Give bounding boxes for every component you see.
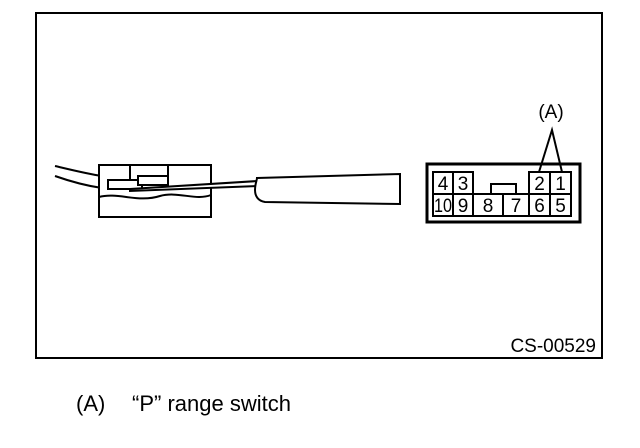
legend-ref: (A) <box>76 391 106 416</box>
terminal-10: 10 <box>434 196 452 217</box>
terminal-4: 4 <box>438 174 449 195</box>
terminal-1: 1 <box>555 174 566 195</box>
legend: (A) “P” range switch <box>76 391 291 417</box>
callout-label: (A) <box>538 102 563 123</box>
terminal-8: 8 <box>483 196 494 217</box>
harness-wires <box>54 165 103 189</box>
test-probe <box>129 172 401 206</box>
terminal-2: 2 <box>534 174 545 195</box>
callout-leader <box>538 126 563 173</box>
connector-face <box>425 162 582 224</box>
terminal-9: 9 <box>458 196 469 217</box>
figure-code: CS-00529 <box>510 336 596 357</box>
legend-text: “P” range switch <box>132 391 291 416</box>
terminal-numbers: 4 3 2 1 10 9 8 7 6 5 <box>434 174 566 217</box>
terminal-3: 3 <box>458 174 469 195</box>
terminal-6: 6 <box>534 196 545 217</box>
callout-a: (A) <box>538 102 564 173</box>
figure-frame <box>35 12 603 359</box>
terminal-5: 5 <box>555 196 566 217</box>
terminal-7: 7 <box>511 196 522 217</box>
connector-housing <box>98 164 212 218</box>
